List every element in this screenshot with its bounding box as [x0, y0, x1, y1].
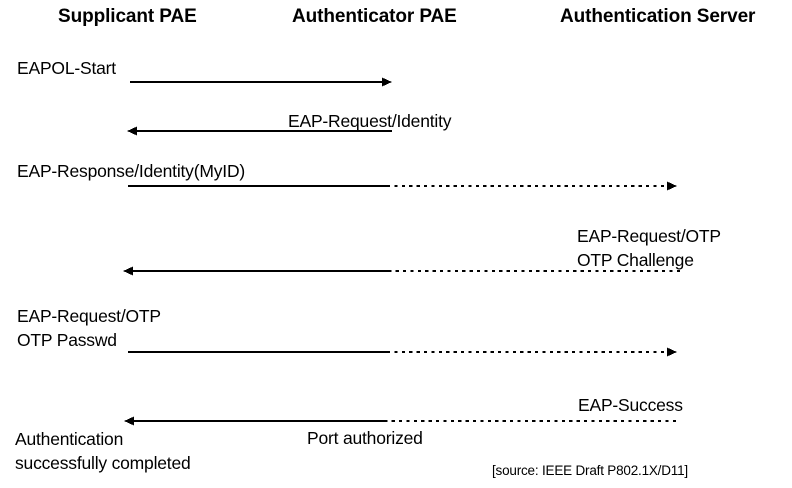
message-label-eap-request-otp-challenge-line2: OTP Challenge [577, 250, 694, 270]
arrow-eapol-start [130, 77, 392, 87]
message-label-eap-request-otp-passwd-line1: EAP-Request/OTP [17, 306, 161, 326]
message-label-eap-request-otp-challenge-line1: EAP-Request/OTP [577, 226, 721, 246]
column-header-supplicant: Supplicant PAE [58, 6, 197, 27]
column-header-authentication-server: Authentication Server [560, 6, 756, 27]
source-citation: [source: IEEE Draft P802.1X/D11] [492, 463, 688, 478]
arrow-eap-request-otp-passwd [128, 347, 677, 357]
message-label-eap-response-identity: EAP-Response/Identity(MyID) [17, 161, 246, 181]
column-header-authenticator: Authenticator PAE [292, 6, 457, 27]
arrow-eap-response-identity [128, 181, 677, 191]
message-label-eap-request-identity: EAP-Request/Identity [288, 111, 452, 131]
annotation-port-authorized: Port authorized [307, 428, 423, 448]
arrow-eap-success [124, 416, 676, 426]
message-label-eap-success: EAP-Success [578, 395, 683, 415]
message-label-eapol-start: EAPOL-Start [17, 58, 116, 78]
annotation-completion-line1: Authentication [15, 429, 124, 449]
annotation-completion-line2: successfully completed [15, 453, 191, 473]
message-label-eap-request-otp-passwd-line2: OTP Passwd [17, 330, 117, 350]
